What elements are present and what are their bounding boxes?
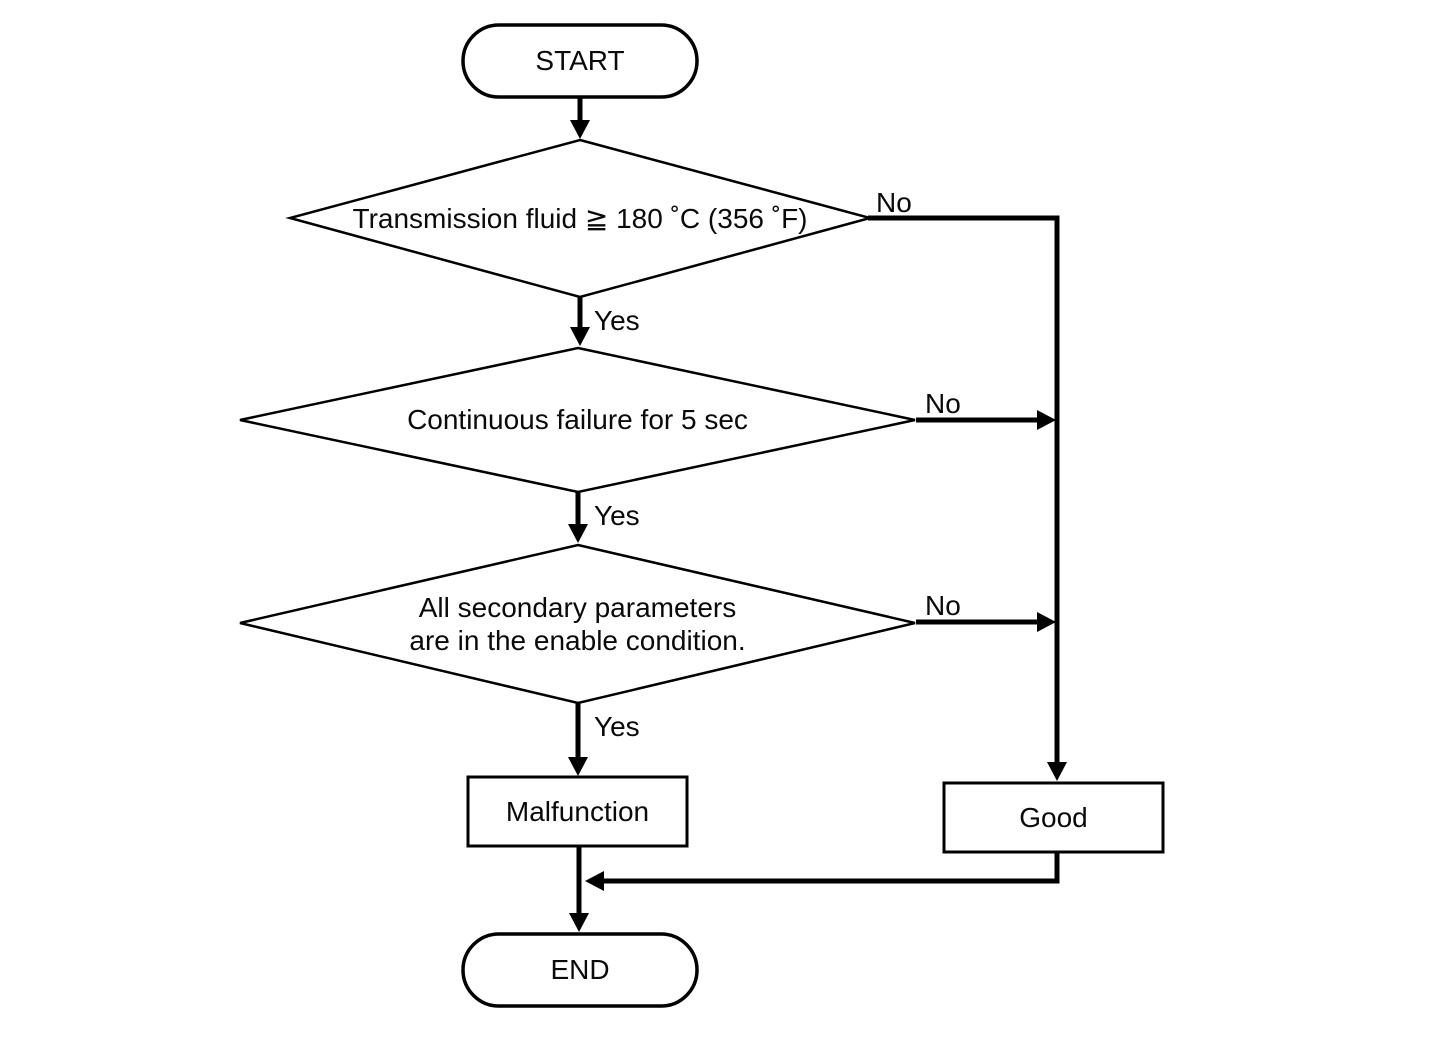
malfunction-node — [466, 775, 689, 848]
edge-label-decision3-no: No — [925, 590, 961, 621]
good-label: Good — [1019, 801, 1088, 833]
decision3-label-line1: All secondary parameters — [418, 592, 737, 623]
decision3-label-line2: are in the enable condition. — [409, 625, 746, 656]
decision3-shape — [239, 543, 916, 705]
edge-decision1-no-to-good — [868, 215, 1067, 781]
decision2-label: Continuous failure for 5 sec — [407, 404, 748, 435]
good-node — [942, 781, 1165, 854]
edge-label-decision2-no: No — [925, 388, 961, 419]
edge-decision2-no-to-rail — [916, 410, 1056, 430]
edge-malfunction-to-end — [569, 846, 589, 932]
decision3-label: All secondary parameters are in the enab… — [240, 545, 915, 703]
decision2-shape — [239, 346, 916, 494]
end-label: END — [550, 954, 610, 985]
edge-start-to-decision1 — [570, 95, 590, 139]
edge-label-decision2-yes: Yes — [594, 500, 640, 531]
decision1-label: Transmission fluid ≧ 180 ˚C (356 ˚F) — [352, 203, 808, 234]
edge-label-decision1-no: No — [876, 187, 912, 218]
edge-label-decision3-yes: Yes — [594, 711, 640, 742]
edge-decision3-no-to-rail — [916, 612, 1056, 632]
edge-decision3-yes-to-malfunction — [568, 701, 588, 776]
decision1-shape — [285, 138, 875, 299]
start-label: START — [535, 45, 625, 76]
edge-decision2-yes-to-decision3 — [568, 490, 588, 543]
start-node — [461, 23, 699, 99]
edge-label-decision1-yes: Yes — [594, 305, 640, 336]
edge-good-to-end — [585, 852, 1060, 891]
malfunction-label: Malfunction — [505, 795, 650, 827]
end-node — [461, 932, 699, 1008]
edge-decision1-yes-to-decision2 — [570, 295, 590, 346]
